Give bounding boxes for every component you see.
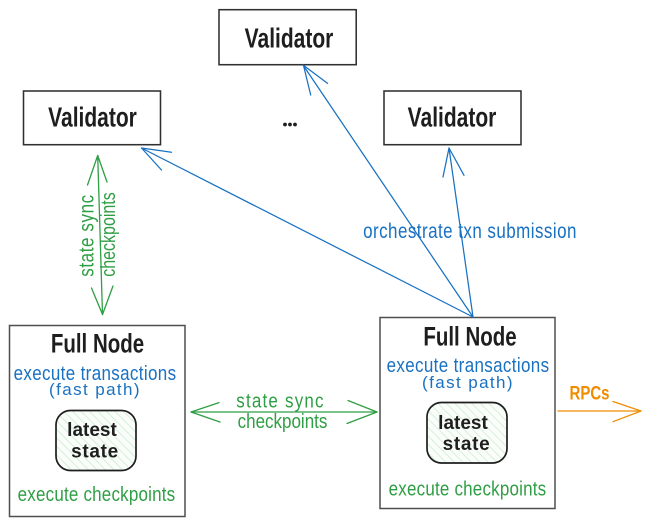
- svg-text:latest: latest: [438, 413, 488, 434]
- svg-text:Validator: Validator: [245, 24, 334, 54]
- svg-text:(fast path): (fast path): [422, 373, 514, 392]
- svg-text:Validator: Validator: [408, 103, 497, 133]
- svg-text:latest: latest: [67, 420, 117, 441]
- svg-text:execute checkpoints: execute checkpoints: [18, 483, 176, 506]
- svg-text:state sync: state sync: [236, 389, 324, 412]
- svg-text:Full Node: Full Node: [423, 322, 516, 352]
- svg-text:checkpoints: checkpoints: [97, 192, 119, 276]
- svg-text:(fast path): (fast path): [49, 380, 141, 399]
- svg-text:execute checkpoints: execute checkpoints: [389, 477, 547, 500]
- svg-text:checkpoints: checkpoints: [238, 410, 328, 433]
- svg-text:state: state: [443, 434, 491, 455]
- svg-text:Full Node: Full Node: [51, 329, 144, 359]
- svg-text:execute transactions: execute transactions: [387, 354, 550, 377]
- svg-text:state sync: state sync: [76, 194, 99, 277]
- svg-text:state: state: [71, 442, 119, 463]
- svg-text:Validator: Validator: [48, 103, 137, 133]
- svg-text:RPCs: RPCs: [570, 382, 610, 404]
- svg-text:execute transactions: execute transactions: [14, 362, 177, 385]
- svg-text:orchestrate txn submission: orchestrate txn submission: [363, 220, 577, 243]
